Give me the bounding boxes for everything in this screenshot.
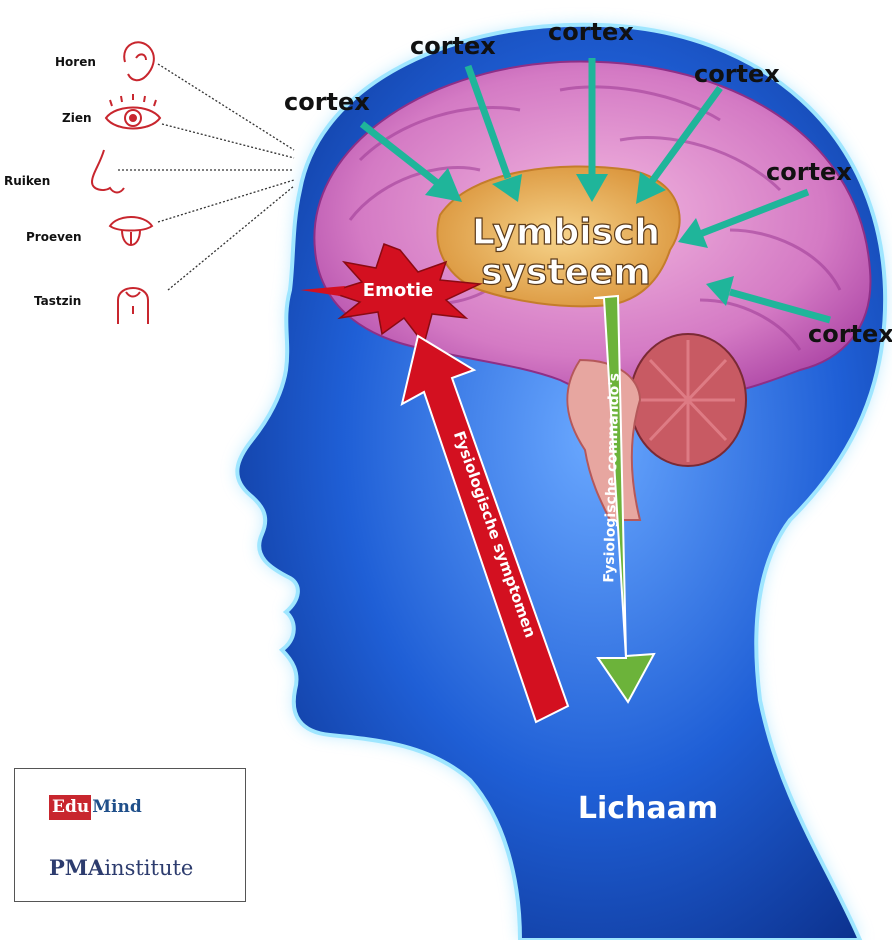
eye-icon: [106, 94, 160, 129]
nose-icon: [92, 150, 124, 193]
sense-label-tastzin: Tastzin: [34, 294, 81, 308]
cortex-label-2: cortex: [410, 32, 496, 60]
sense-label-zien: Zien: [62, 111, 92, 125]
emotion-label: Emotie: [363, 280, 433, 301]
limbic-label-line1: Lymbisch: [472, 212, 660, 253]
finger-icon: [118, 288, 148, 324]
pma-institute-logo: PMAinstitute: [49, 855, 193, 880]
body-label: Lichaam: [578, 791, 718, 826]
pma-logo-bold: PMA: [49, 855, 104, 880]
cortex-label-6: cortex: [808, 320, 892, 348]
mouth-icon: [110, 217, 152, 245]
edumind-logo-edu: Edu: [49, 795, 91, 820]
sense-label-proeven: Proeven: [26, 230, 82, 244]
ear-icon: [124, 42, 154, 80]
cerebellum: [630, 334, 746, 466]
cortex-label-3: cortex: [548, 18, 634, 46]
cortex-label-5: cortex: [766, 158, 852, 186]
cortex-label-1: cortex: [284, 88, 370, 116]
limbic-label-line2: systeem: [481, 252, 651, 293]
cortex-label-4: cortex: [694, 60, 780, 88]
edumind-logo-mind: Mind: [91, 797, 142, 817]
sense-label-horen: Horen: [55, 55, 96, 69]
sense-label-ruiken: Ruiken: [4, 174, 50, 188]
pma-logo-rest: institute: [104, 856, 193, 880]
sense-icons: [92, 42, 160, 324]
